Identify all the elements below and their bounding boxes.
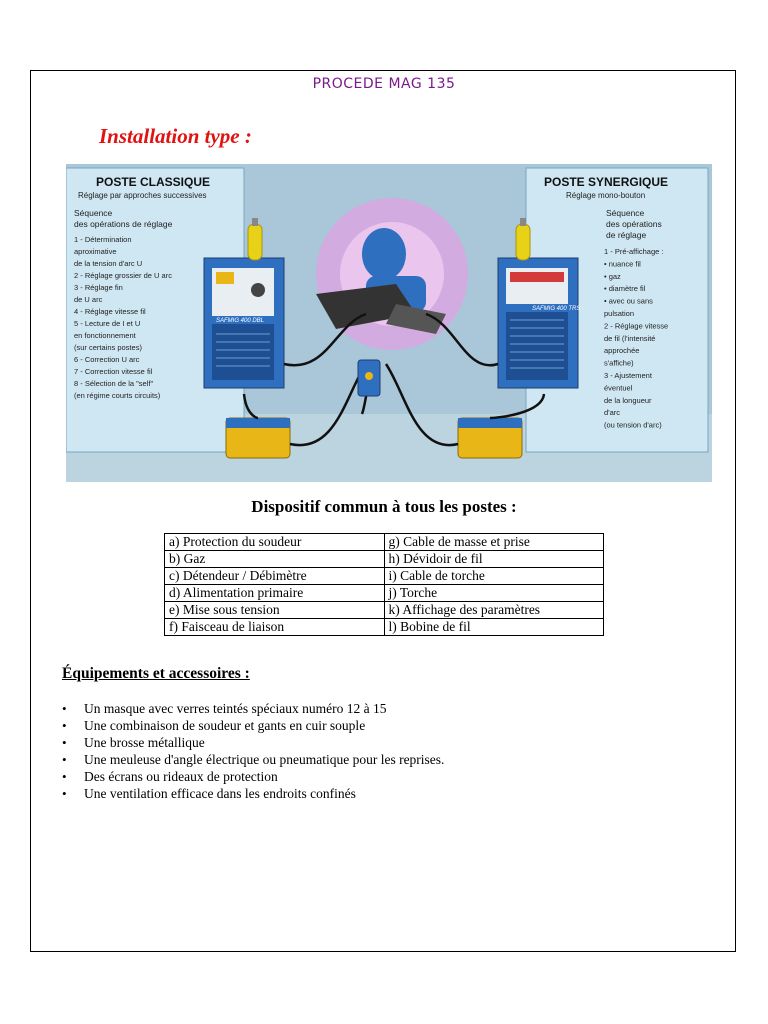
equipment-title: Équipements et accessoires :: [62, 665, 250, 683]
panel-step-text: • avec ou sans: [604, 297, 653, 306]
welding-installation-illustration: POSTE CLASSIQUE Réglage par approches su…: [66, 164, 712, 482]
panel-step-text: 2 - Réglage grossier de U arc: [74, 271, 172, 280]
left-wire-feeder: [226, 418, 290, 458]
table-cell: l) Bobine de fil: [384, 619, 604, 636]
panel-step-text: aproximative: [74, 247, 117, 256]
list-item: Une ventilation efficace dans les endroi…: [62, 785, 444, 802]
table-cell: i) Cable de torche: [384, 568, 604, 585]
panel-step-text: de la tension d'arc U: [74, 259, 142, 268]
list-item: Une brosse métallique: [62, 734, 444, 751]
list-item: Une meuleuse d'angle électrique ou pneum…: [62, 751, 444, 768]
common-devices-title: Dispositif commun à tous les postes :: [0, 497, 768, 517]
panel-step-text: 5 - Lecture de I et U: [74, 319, 140, 328]
table-cell: b) Gaz: [165, 551, 385, 568]
equipment-list: Un masque avec verres teintés spéciaux n…: [62, 700, 444, 802]
torch: [358, 360, 380, 396]
svg-text:des opérations: des opérations: [606, 219, 662, 229]
right-panel-title: POSTE SYNERGIQUE: [544, 175, 668, 189]
panel-step-text: 3 - Ajustement: [604, 371, 653, 380]
svg-text:des opérations de réglage: des opérations de réglage: [74, 219, 173, 229]
svg-text:SAFMIG 400 TRS: SAFMIG 400 TRS: [532, 306, 580, 312]
panel-step-text: 2 - Réglage vitesse: [604, 321, 668, 330]
panel-step-text: • gaz: [604, 272, 621, 281]
table-cell: d) Alimentation primaire: [165, 585, 385, 602]
left-panel-subtitle: Réglage par approches successives: [78, 191, 207, 200]
table-cell: e) Mise sous tension: [165, 602, 385, 619]
panel-step-text: 4 - Réglage vitesse fil: [74, 307, 146, 316]
panel-step-text: de la longueur: [604, 396, 652, 405]
list-item: Un masque avec verres teintés spéciaux n…: [62, 700, 444, 717]
panel-step-text: 7 - Correction vitesse fil: [74, 367, 153, 376]
panel-step-text: 6 - Correction U arc: [74, 355, 140, 364]
table-cell: c) Détendeur / Débimètre: [165, 568, 385, 585]
panel-step-text: de U arc: [74, 295, 103, 304]
panel-step-text: d'arc: [604, 408, 620, 417]
panel-step-text: (ou tension d'arc): [604, 421, 662, 430]
panel-step-text: en fonctionnement: [74, 331, 137, 340]
panel-step-text: • diamètre fil: [604, 284, 646, 293]
panel-step-text: 8 - Sélection de la "self": [74, 379, 153, 388]
panel-step-text: 1 - Pré-affichage :: [604, 247, 663, 256]
table-cell: h) Dévidoir de fil: [384, 551, 604, 568]
page-header-title: PROCEDE MAG 135: [0, 76, 768, 92]
svg-text:Séquence: Séquence: [74, 208, 113, 218]
table-cell: a) Protection du soudeur: [165, 534, 385, 551]
panel-step-text: de fil (l'intensité: [604, 334, 655, 343]
right-wire-feeder: [458, 418, 522, 458]
svg-text:SAFMIG 400 DBL: SAFMIG 400 DBL: [216, 318, 264, 324]
table-cell: k) Affichage des paramètres: [384, 602, 604, 619]
panel-step-text: éventuel: [604, 383, 633, 392]
table-cell: g) Cable de masse et prise: [384, 534, 604, 551]
left-panel-title: POSTE CLASSIQUE: [96, 175, 210, 189]
panel-step-text: • nuance fil: [604, 259, 641, 268]
svg-text:Séquence: Séquence: [606, 208, 645, 218]
panel-step-text: 3 - Réglage fin: [74, 283, 123, 292]
panel-step-text: (en régime courts circuits): [74, 391, 161, 400]
svg-text:de réglage: de réglage: [606, 230, 646, 240]
table-cell: j) Torche: [384, 585, 604, 602]
panel-step-text: approchée: [604, 346, 639, 355]
panel-step-text: (sur certains postes): [74, 343, 142, 352]
installation-title: Installation type :: [99, 124, 252, 149]
panel-step-text: 1 - Détermination: [74, 235, 132, 244]
table-cell: f) Faisceau de liaison: [165, 619, 385, 636]
list-item: Des écrans ou rideaux de protection: [62, 768, 444, 785]
right-panel-subtitle: Réglage mono-bouton: [566, 191, 645, 200]
list-item: Une combinaison de soudeur et gants en c…: [62, 717, 444, 734]
panel-step-text: pulsation: [604, 309, 634, 318]
panel-step-text: s'affiche): [604, 359, 634, 368]
